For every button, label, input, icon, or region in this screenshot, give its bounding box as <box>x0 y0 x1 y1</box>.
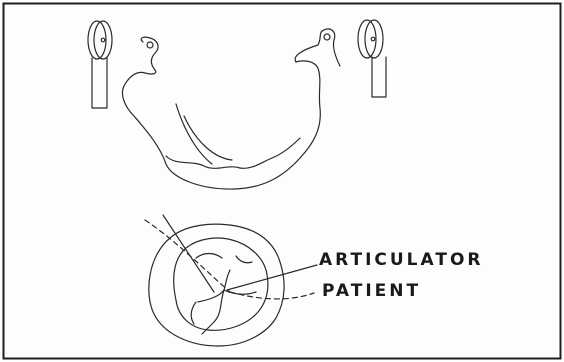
left-condyle-post <box>88 21 112 108</box>
mandible-outline <box>122 29 340 189</box>
patient-label: PATIENT <box>322 283 421 300</box>
articulator-label: ARTICULATOR <box>319 252 484 269</box>
molar-tooth <box>149 224 284 346</box>
right-condyle-post <box>358 20 386 97</box>
patient-lines <box>145 220 314 299</box>
